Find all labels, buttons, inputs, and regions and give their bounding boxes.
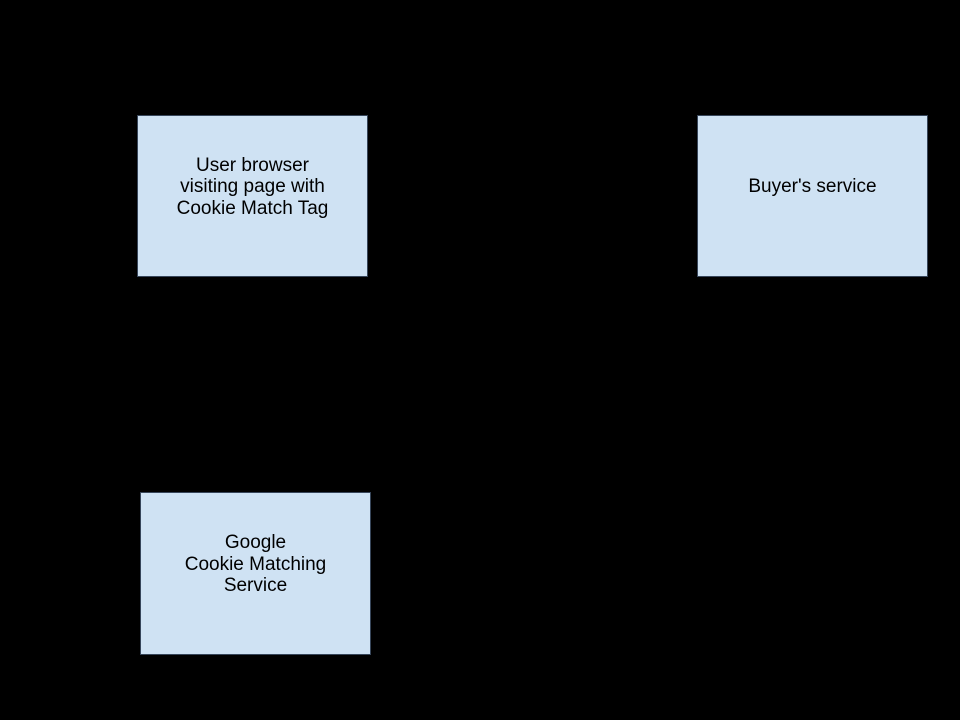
node-buyers-service: Buyer's service: [697, 115, 928, 277]
node-label-line: visiting page with: [180, 176, 325, 198]
node-label-line: Google: [224, 532, 287, 554]
node-google-cookie-matching-service-label: Google Cookie Matching Service: [185, 532, 327, 597]
node-label-line: Service: [223, 575, 288, 597]
node-user-browser: User browser visiting page with Cookie M…: [137, 115, 368, 277]
node-label-line: Cookie Match Tag: [176, 197, 329, 219]
node-user-browser-label: User browser visiting page with Cookie M…: [177, 155, 329, 220]
node-label-line: User browser: [196, 154, 309, 176]
node-label-line: Buyer's service: [748, 176, 877, 198]
node-google-cookie-matching-service: Google Cookie Matching Service: [140, 492, 371, 655]
node-label-line: Cookie Matching: [184, 553, 327, 575]
node-buyers-service-label: Buyer's service: [748, 176, 876, 198]
